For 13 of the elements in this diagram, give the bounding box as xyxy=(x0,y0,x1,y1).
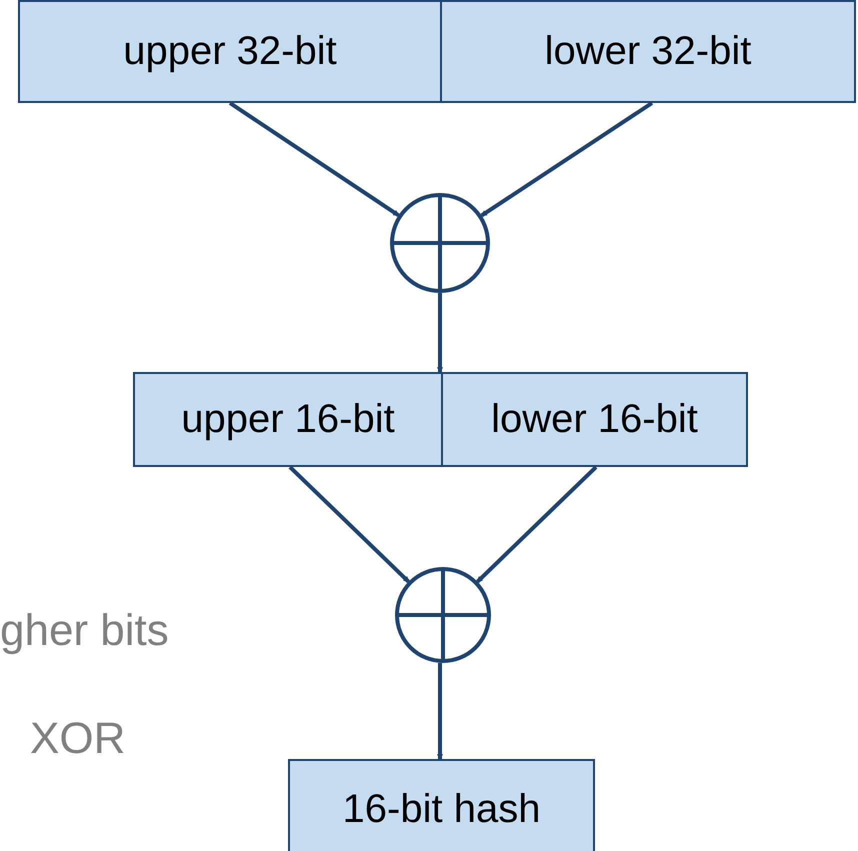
arrow xyxy=(288,466,410,584)
arrow xyxy=(480,101,654,218)
arrow xyxy=(437,663,443,760)
bit-field-box: upper 32-bit xyxy=(18,0,442,103)
arrow xyxy=(476,466,598,584)
arrow xyxy=(437,293,443,373)
note-text: gher bits xyxy=(0,606,169,656)
note-text: XOR xyxy=(30,714,126,764)
arrow xyxy=(228,101,400,217)
bit-field-box: upper 16-bit xyxy=(133,372,443,467)
bit-field-box: 16-bit hash xyxy=(288,759,595,851)
bit-field-box: lower 32-bit xyxy=(440,0,856,103)
bit-field-box: lower 16-bit xyxy=(441,372,748,467)
